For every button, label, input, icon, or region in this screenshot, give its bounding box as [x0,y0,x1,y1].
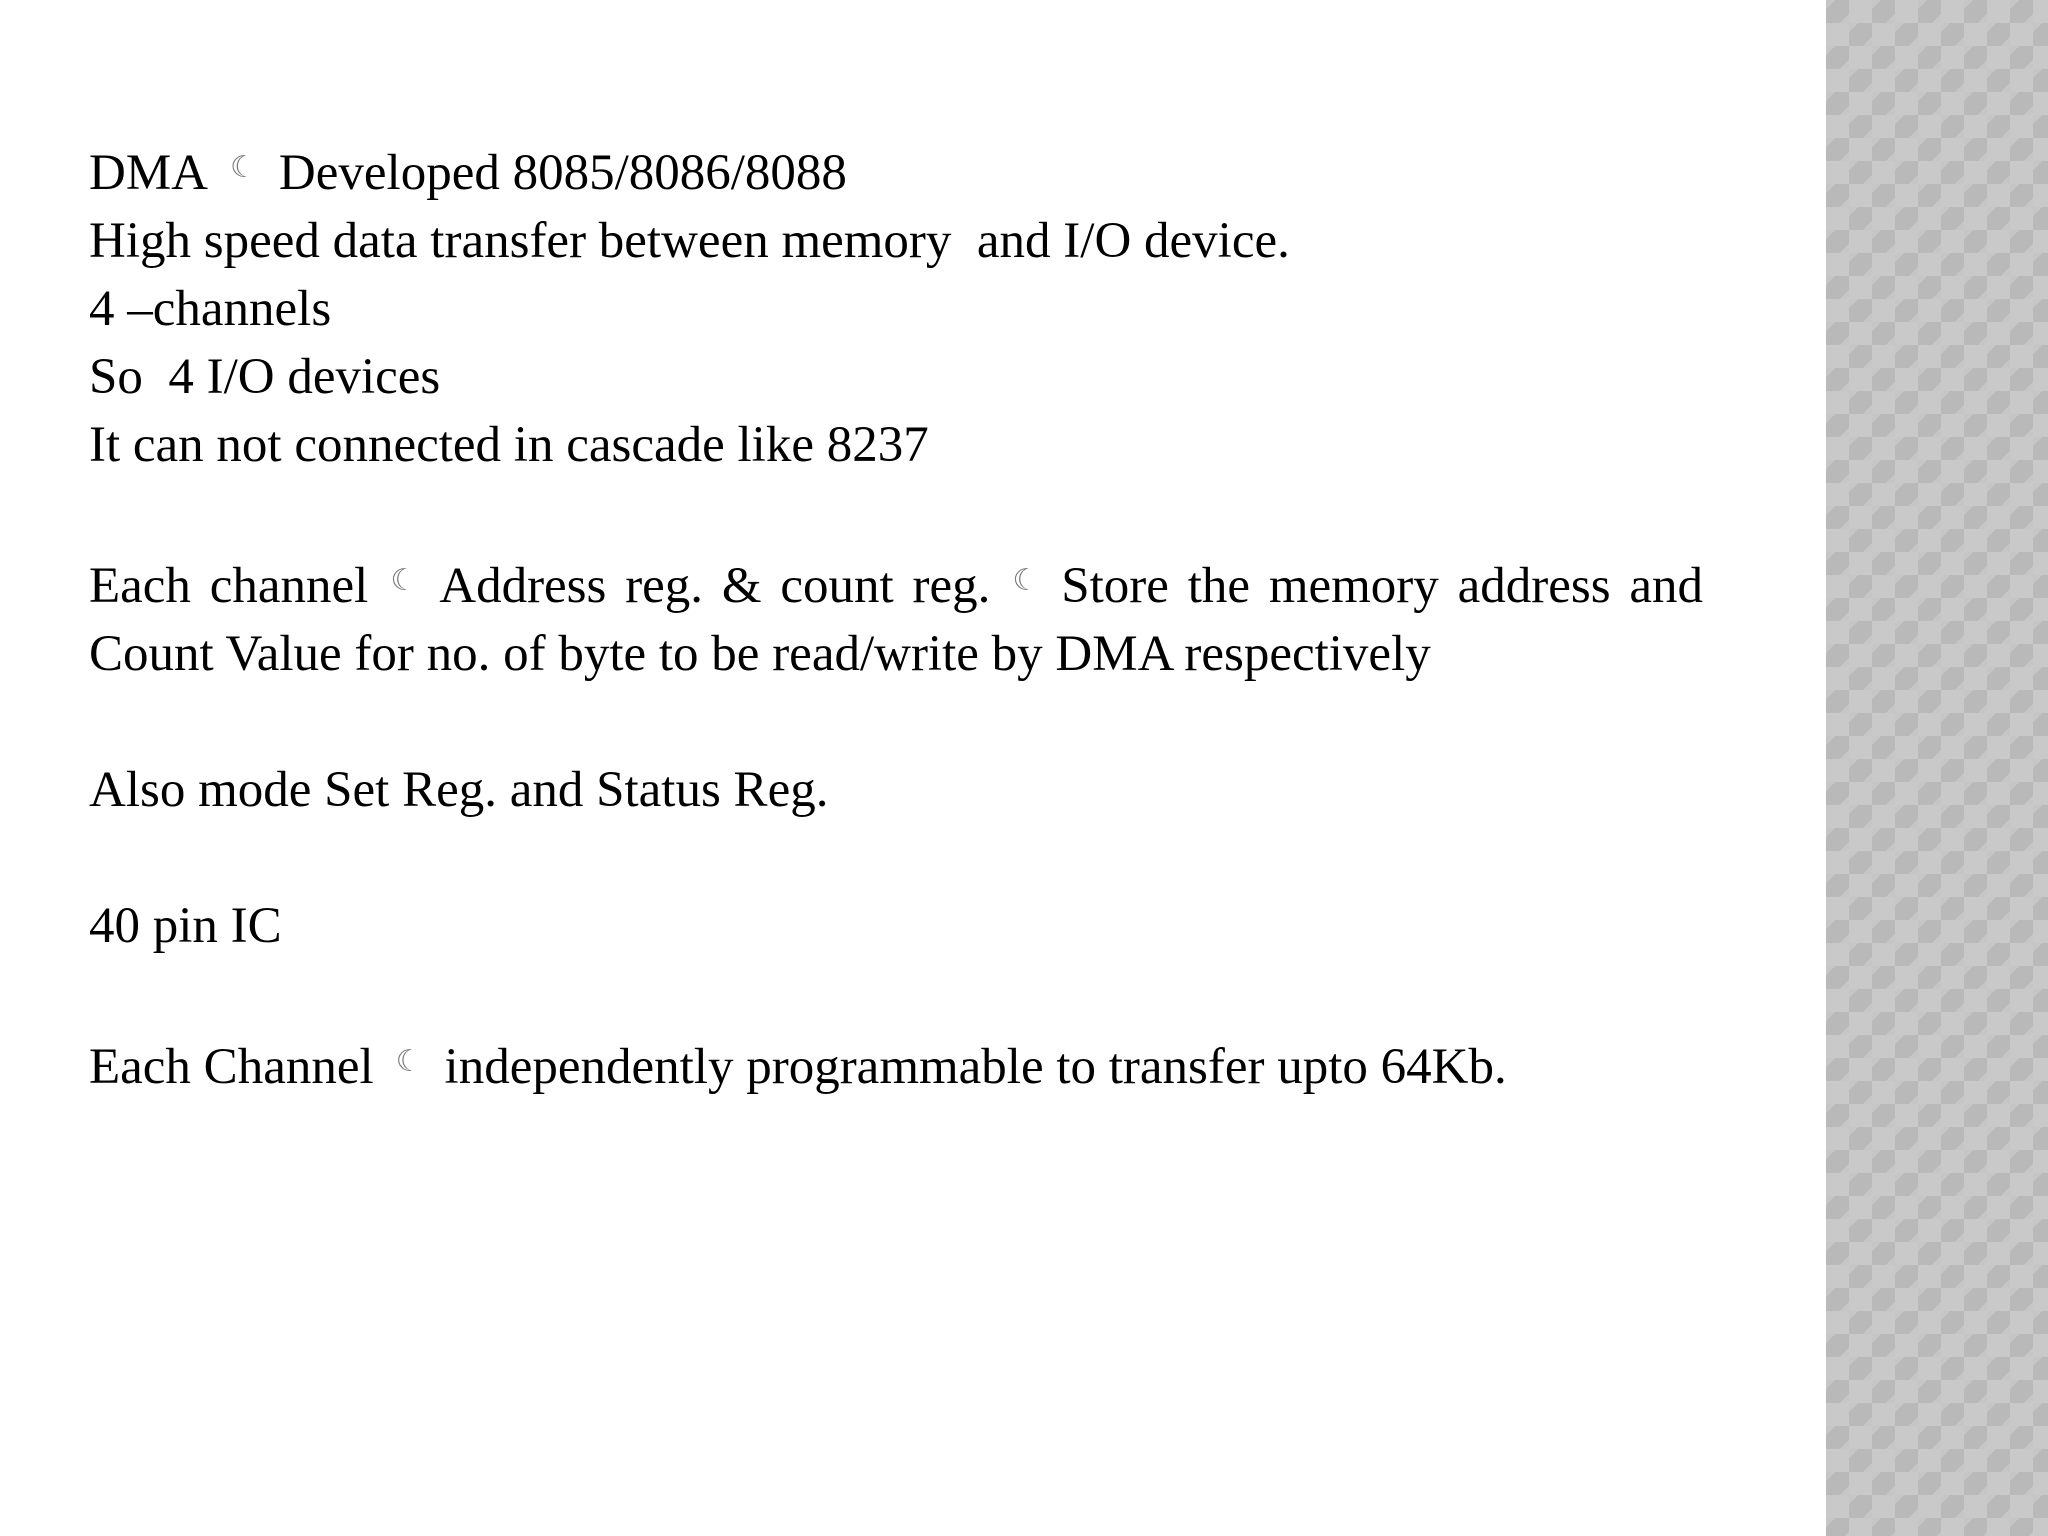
arrow-icon: ☾ [390,563,418,598]
programmable-line: Each Channel ☾ independently programmable … [89,1028,1703,1101]
mode-status-line: Also mode Set Reg. and Status Reg. [89,762,829,818]
decorative-side-pattern [1826,0,2048,1536]
spacer [89,824,1703,892]
arrow-icon: ☾ [230,150,257,185]
slide-body: DMA ☾ Developed 8085/8086/8088 High speed … [89,134,1703,1101]
channel-registers-paragraph: Each channel ☾ Address reg. & count reg. ☾S… [89,547,1703,688]
slide: DMA ☾ Developed 8085/8086/8088 High speed … [89,134,1703,1101]
channels-line: 4 –channels [89,281,332,337]
cascade-line: It can not connected in cascade like 823… [89,417,929,473]
spacer [89,960,1703,1028]
text-address-count: Address reg. & count reg. [439,558,991,614]
arrow-icon: ☾ [395,1044,423,1079]
high-speed-line: High speed data transfer between memory … [89,213,1290,269]
text-independently: independently programmable to transfer u… [444,1039,1507,1095]
text-developed: Developed 8085/8086/8088 [278,145,847,201]
text-each-channel-2: Each Channel [89,1039,374,1095]
dma-developed-line: DMA ☾ Developed 8085/8086/8088 [89,134,1703,207]
text-each-channel: Each channel [89,558,369,614]
pin-count-line: 40 pin IC [89,898,282,954]
spacer [89,479,1703,547]
arrow-icon: ☾ [1012,563,1040,598]
spacer [89,688,1703,756]
text-store-memory: Store the memory address and Count Value… [89,558,1703,682]
io-devices-line: So 4 I/O devices [89,349,441,405]
text-dma: DMA [89,145,209,201]
